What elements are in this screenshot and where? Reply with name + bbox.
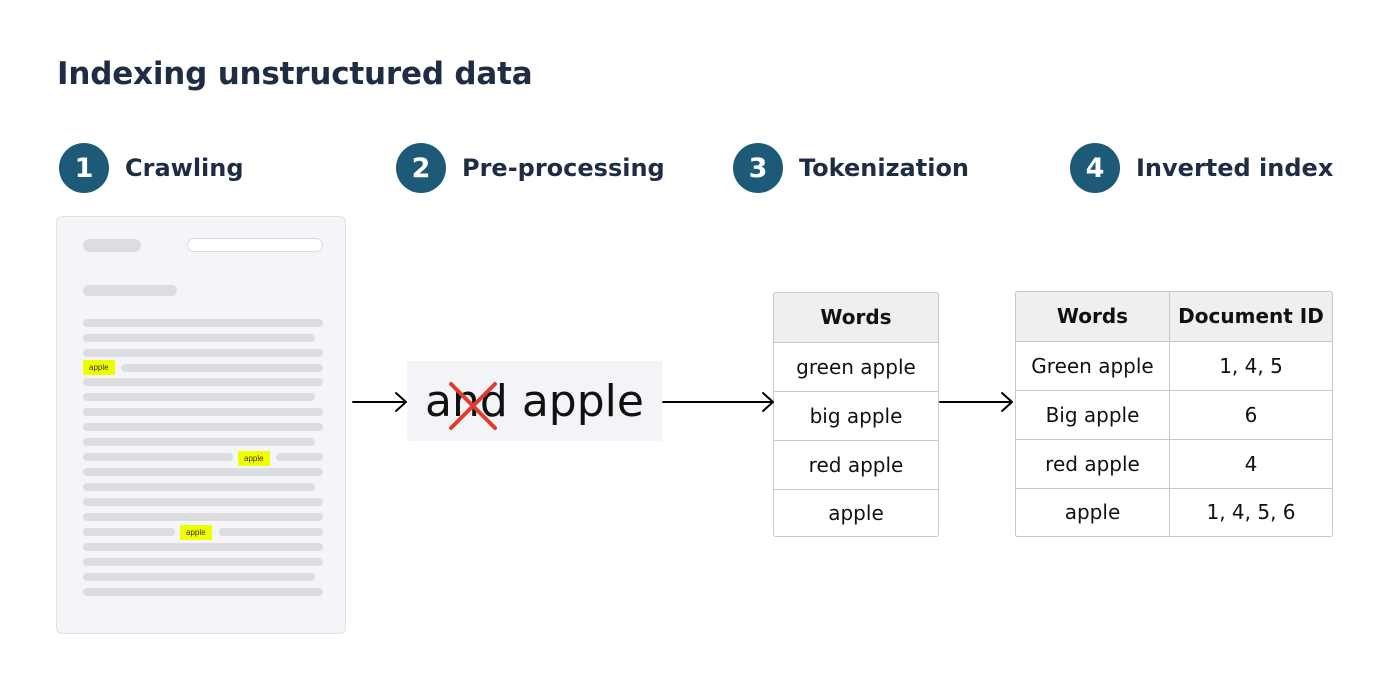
doc-text-line: [219, 528, 323, 536]
step-label: Tokenization: [799, 154, 970, 182]
doc-heading-placeholder: [83, 285, 177, 296]
step-number: 3: [733, 143, 783, 193]
table-cell: 1, 4, 5: [1169, 340, 1332, 391]
table-cell: 1, 4, 5, 6: [1169, 487, 1332, 536]
table-row: Big apple 6: [1016, 389, 1332, 440]
doc-text-line: [83, 319, 323, 327]
doc-text-line: [276, 453, 323, 461]
doc-text-line: [83, 334, 315, 342]
doc-logo-placeholder: [83, 239, 141, 252]
tokenization-table: Words green apple big apple red apple ap…: [773, 292, 939, 537]
arrow-crawl-to-preprocess-icon: [352, 392, 407, 412]
doc-text-line: [83, 513, 323, 521]
preprocessing-text: and apple: [425, 375, 644, 430]
crawled-document: apple apple apple: [56, 216, 346, 634]
preprocessing-example: and apple: [407, 361, 662, 441]
arrow-tokenize-to-index-icon: [939, 392, 1013, 412]
table-row: apple 1, 4, 5, 6: [1016, 487, 1332, 536]
doc-text-line: [83, 498, 323, 506]
doc-text-line: [83, 453, 233, 461]
table-cell: red apple: [774, 439, 938, 490]
doc-text-line: [83, 423, 323, 431]
doc-text-line: [121, 364, 323, 372]
doc-text-line: [83, 483, 315, 491]
table-cell: Big apple: [1016, 389, 1170, 440]
step-tokenization: 3 Tokenization: [733, 143, 969, 193]
step-crawling: 1 Crawling: [59, 143, 244, 193]
table-cell: Green apple: [1016, 340, 1170, 391]
table-cell: green apple: [774, 341, 938, 392]
step-inverted-index: 4 Inverted index: [1070, 143, 1333, 193]
doc-text-line: [83, 393, 315, 401]
strike-x-icon: [449, 381, 498, 430]
doc-text-line: [83, 378, 323, 386]
page-title: Indexing unstructured data: [57, 56, 533, 92]
table-header-words: Words: [774, 293, 938, 343]
table-cell: 6: [1169, 389, 1332, 440]
kept-word: apple: [521, 375, 644, 427]
doc-text-line: [83, 408, 323, 416]
doc-text-line: [83, 558, 323, 566]
table-cell: 4: [1169, 438, 1332, 489]
doc-text-line: [83, 468, 323, 476]
table-cell: red apple: [1016, 438, 1170, 489]
step-label: Crawling: [125, 154, 244, 182]
doc-text-line: [83, 438, 315, 446]
doc-highlight-apple: apple: [180, 525, 212, 540]
table-row: red apple 4: [1016, 438, 1332, 489]
step-number: 2: [396, 143, 446, 193]
doc-text-line: [83, 528, 175, 536]
doc-highlight-apple: apple: [238, 451, 270, 466]
step-label: Pre-processing: [462, 154, 665, 182]
arrow-preprocess-to-tokenize-icon: [662, 392, 774, 412]
doc-text-line: [83, 573, 315, 581]
table-header-document-id: Document ID: [1169, 292, 1332, 342]
inverted-index-table: Words Document ID Green apple 1, 4, 5 Bi…: [1015, 291, 1333, 537]
doc-highlight-apple: apple: [83, 360, 115, 375]
doc-text-line: [83, 588, 323, 596]
step-preprocessing: 2 Pre-processing: [396, 143, 665, 193]
doc-text-line: [83, 543, 323, 551]
table-cell: big apple: [774, 390, 938, 441]
table-header-words: Words: [1016, 292, 1170, 342]
step-label: Inverted index: [1136, 154, 1334, 182]
step-number: 1: [59, 143, 109, 193]
doc-search-placeholder: [187, 238, 323, 252]
table-row: Green apple 1, 4, 5: [1016, 340, 1332, 391]
table-cell: apple: [774, 488, 938, 536]
step-number: 4: [1070, 143, 1120, 193]
doc-text-line: [83, 349, 323, 357]
